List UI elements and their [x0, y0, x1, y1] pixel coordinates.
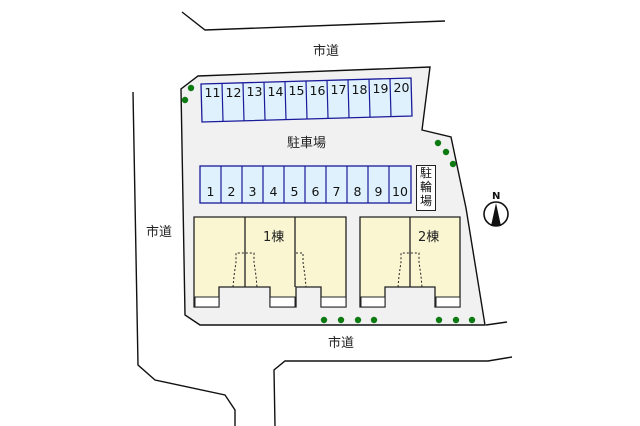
tree-icon	[187, 84, 195, 92]
parking-slot-8: 8	[353, 184, 362, 199]
parking-slot-11: 11	[204, 85, 221, 100]
parking-slot-2: 2	[227, 184, 236, 199]
road-edge-top-outer	[181, 11, 446, 31]
tree-icon	[468, 316, 476, 324]
compass-icon	[483, 201, 509, 227]
parking-slot-19: 19	[372, 81, 389, 96]
parking-slot-18: 18	[351, 82, 368, 97]
parking-slot-3: 3	[248, 184, 257, 199]
building-1	[193, 216, 347, 308]
tree-icon	[181, 96, 189, 104]
building-2-label: 2棟	[418, 230, 440, 245]
tree-icon	[434, 139, 442, 147]
tree-icon	[337, 316, 345, 324]
road-edge-bottom-lower	[273, 356, 513, 426]
tree-icon	[435, 316, 443, 324]
parking-slot-14: 14	[267, 84, 284, 99]
parking-lot-label: 駐車場	[287, 136, 327, 151]
parking-slot-13: 13	[246, 84, 263, 99]
tree-icon	[354, 316, 362, 324]
tree-icon	[370, 316, 378, 324]
parking-slot-6: 6	[311, 184, 320, 199]
compass-north-label: N	[492, 191, 501, 202]
parking-slot-15: 15	[288, 83, 305, 98]
parking-slot-16: 16	[309, 83, 326, 98]
parking-slot-17: 17	[330, 82, 347, 97]
tree-icon	[452, 316, 460, 324]
building-2	[359, 216, 461, 308]
road-label-left: 市道	[146, 225, 173, 240]
building-1-label: 1棟	[263, 230, 285, 245]
bicycle-parking-char: 場	[419, 194, 432, 208]
parking-slot-7: 7	[332, 184, 341, 199]
tree-icon	[320, 316, 328, 324]
parking-slot-9: 9	[374, 184, 383, 199]
parking-row-bottom	[199, 165, 412, 204]
bicycle-parking: 駐 輪 場	[416, 165, 436, 211]
parking-slot-4: 4	[269, 184, 278, 199]
trees	[181, 84, 476, 324]
bicycle-parking-char: 駐	[419, 166, 432, 180]
road-edge-right-stub	[485, 321, 508, 326]
road-label-bottom: 市道	[328, 336, 355, 351]
bicycle-parking-char: 輪	[419, 180, 432, 194]
parking-slot-1: 1	[206, 184, 215, 199]
parking-row-top	[200, 77, 413, 123]
parking-slot-5: 5	[290, 184, 299, 199]
tree-icon	[449, 160, 457, 168]
tree-icon	[442, 148, 450, 156]
parking-slot-12: 12	[225, 85, 242, 100]
parking-slot-10: 10	[392, 184, 408, 199]
parking-slot-20: 20	[393, 80, 410, 95]
road-edge-left-outer	[132, 91, 236, 426]
road-label-top: 市道	[313, 44, 340, 59]
